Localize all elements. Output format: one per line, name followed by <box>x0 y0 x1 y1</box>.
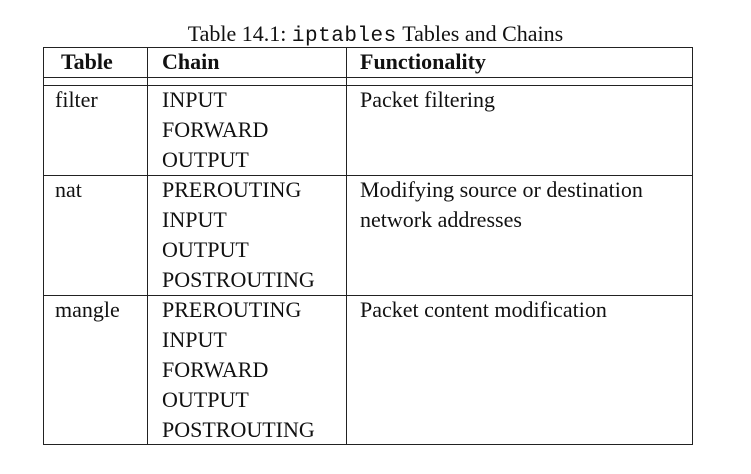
chain-name: INPUT <box>162 327 227 352</box>
table-caption: Table 14.1: iptables Tables and Chains <box>0 22 751 49</box>
functionality-cell: Modifying source or destination network … <box>360 175 643 235</box>
table-name-cell: filter <box>55 87 98 112</box>
header-functionality: Functionality <box>360 49 486 74</box>
chain-name: PREROUTING <box>162 297 302 322</box>
chain-name: FORWARD <box>162 357 269 382</box>
chain-cell: PREROUTING INPUT OUTPUT POSTROUTING <box>162 175 315 295</box>
body-top-rule <box>43 85 693 86</box>
chain-name: INPUT <box>162 207 227 232</box>
chain-cell: INPUT FORWARD OUTPUT <box>162 85 268 175</box>
caption-code: iptables <box>291 25 397 48</box>
functionality-text: Modifying source or destination <box>360 177 643 202</box>
column-divider <box>147 47 148 445</box>
caption-prefix: Table 14.1: <box>187 21 287 46</box>
chain-name: FORWARD <box>162 117 269 142</box>
chain-name: INPUT <box>162 87 227 112</box>
row-divider <box>43 295 693 296</box>
functionality-text: network addresses <box>360 207 522 232</box>
column-divider <box>346 47 347 445</box>
functionality-cell: Packet content modification <box>360 295 607 325</box>
table-name-cell: mangle <box>55 297 120 322</box>
functionality-cell: Packet filtering <box>360 85 495 115</box>
caption-suffix: Tables and Chains <box>402 21 564 46</box>
chain-cell: PREROUTING INPUT FORWARD OUTPUT POSTROUT… <box>162 295 315 445</box>
chain-name: POSTROUTING <box>162 417 315 442</box>
chain-name: PREROUTING <box>162 177 302 202</box>
row-divider <box>43 175 693 176</box>
iptables-table: Table Chain Functionality filter INPUT F… <box>43 47 693 445</box>
header-bottom-rule <box>43 77 693 78</box>
header-table: Table <box>61 49 113 74</box>
table-border <box>43 47 693 445</box>
chain-name: OUTPUT <box>162 147 249 172</box>
chain-name: POSTROUTING <box>162 267 315 292</box>
chain-name: OUTPUT <box>162 387 249 412</box>
table-name-cell: nat <box>55 177 82 202</box>
functionality-text: Packet filtering <box>360 87 496 112</box>
header-chain: Chain <box>162 49 220 74</box>
chain-name: OUTPUT <box>162 237 249 262</box>
functionality-text: Packet content modification <box>360 297 607 322</box>
